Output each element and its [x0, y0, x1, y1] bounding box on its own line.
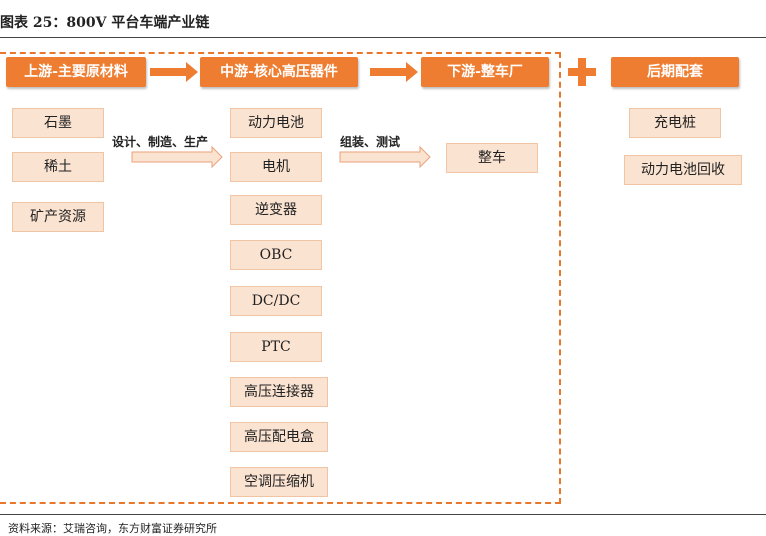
aftermarket-item: 充电桩 [629, 108, 721, 138]
top-rule [0, 37, 766, 38]
midstream-item: 空调压缩机 [230, 467, 328, 497]
caption-up-to-mid: 设计、制造、生产 [112, 135, 209, 149]
upstream-item: 稀土 [12, 152, 104, 182]
midstream-item: 高压连接器 [230, 377, 328, 407]
header-arrow-mid-down [370, 62, 418, 82]
aftermarket-header: 后期配套 [611, 57, 739, 87]
midstream-item: PTC [230, 332, 322, 362]
arrow-mid-to-down [339, 145, 431, 169]
aftermarket-item: 动力电池回收 [624, 155, 742, 185]
bottom-rule [0, 514, 766, 515]
plus-icon-v [578, 58, 586, 86]
figure-title: 图表 25：800V 平台车端产业链 [0, 15, 210, 31]
downstream-item: 整车 [446, 143, 538, 173]
vehicle-chain-frame [0, 52, 561, 504]
header-arrow-up-mid [150, 62, 198, 82]
upstream-header: 上游-主要原材料 [6, 57, 146, 87]
upstream-item: 矿产资源 [12, 202, 104, 232]
midstream-item: DC/DC [230, 286, 322, 316]
caption-mid-to-down: 组装、测试 [340, 135, 401, 149]
midstream-header: 中游-核心高压器件 [200, 57, 358, 87]
midstream-item: 动力电池 [230, 108, 322, 138]
upstream-item: 石墨 [12, 108, 104, 138]
source-note: 资料来源：艾瑞咨询，东方财富证券研究所 [8, 522, 217, 535]
arrow-up-to-mid [131, 145, 223, 169]
midstream-item: OBC [230, 240, 322, 270]
midstream-item: 逆变器 [230, 195, 322, 225]
midstream-item: 高压配电盒 [230, 422, 328, 452]
downstream-header: 下游-整车厂 [421, 57, 549, 87]
midstream-item: 电机 [230, 152, 322, 182]
